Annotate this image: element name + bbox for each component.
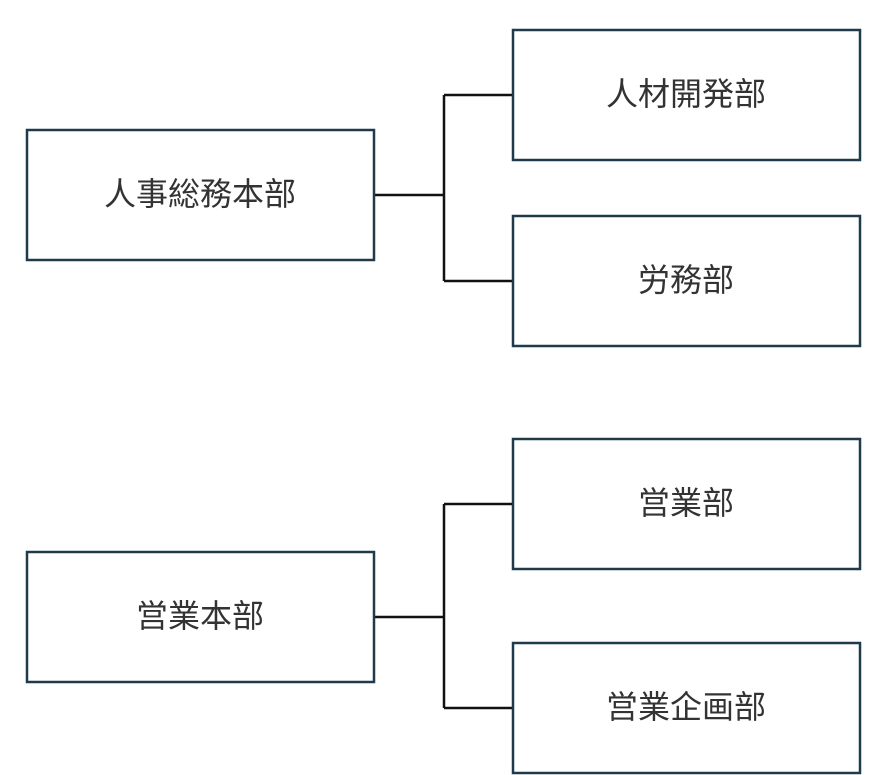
node-box <box>25 550 376 684</box>
node-label: 労務部 <box>638 261 734 299</box>
org-group-hr-general-affairs: 人事総務本部 人材開発部 労務部 <box>25 28 862 348</box>
node-box <box>25 128 376 262</box>
connector-hr-general-affairs <box>374 93 513 283</box>
node-label: 営業企画部 <box>606 688 766 726</box>
org-group-sales: 営業本部 営業部 営業企画部 <box>25 437 862 775</box>
node-hr-general-affairs-hq: 人事総務本部 <box>25 128 376 262</box>
node-sales-planning: 営業企画部 <box>511 641 862 775</box>
node-box <box>511 28 862 162</box>
node-labor-affairs: 労務部 <box>511 214 862 348</box>
node-label: 人材開発部 <box>606 75 766 113</box>
connector-sales <box>374 502 513 710</box>
node-sales: 営業部 <box>511 437 862 571</box>
node-box <box>511 437 862 571</box>
node-sales-hq: 営業本部 <box>25 550 376 684</box>
node-box <box>511 641 862 775</box>
node-box <box>511 214 862 348</box>
node-label: 営業部 <box>638 484 734 522</box>
node-hr-development: 人材開発部 <box>511 28 862 162</box>
node-label: 人事総務本部 <box>104 175 296 213</box>
node-label: 営業本部 <box>136 597 264 635</box>
